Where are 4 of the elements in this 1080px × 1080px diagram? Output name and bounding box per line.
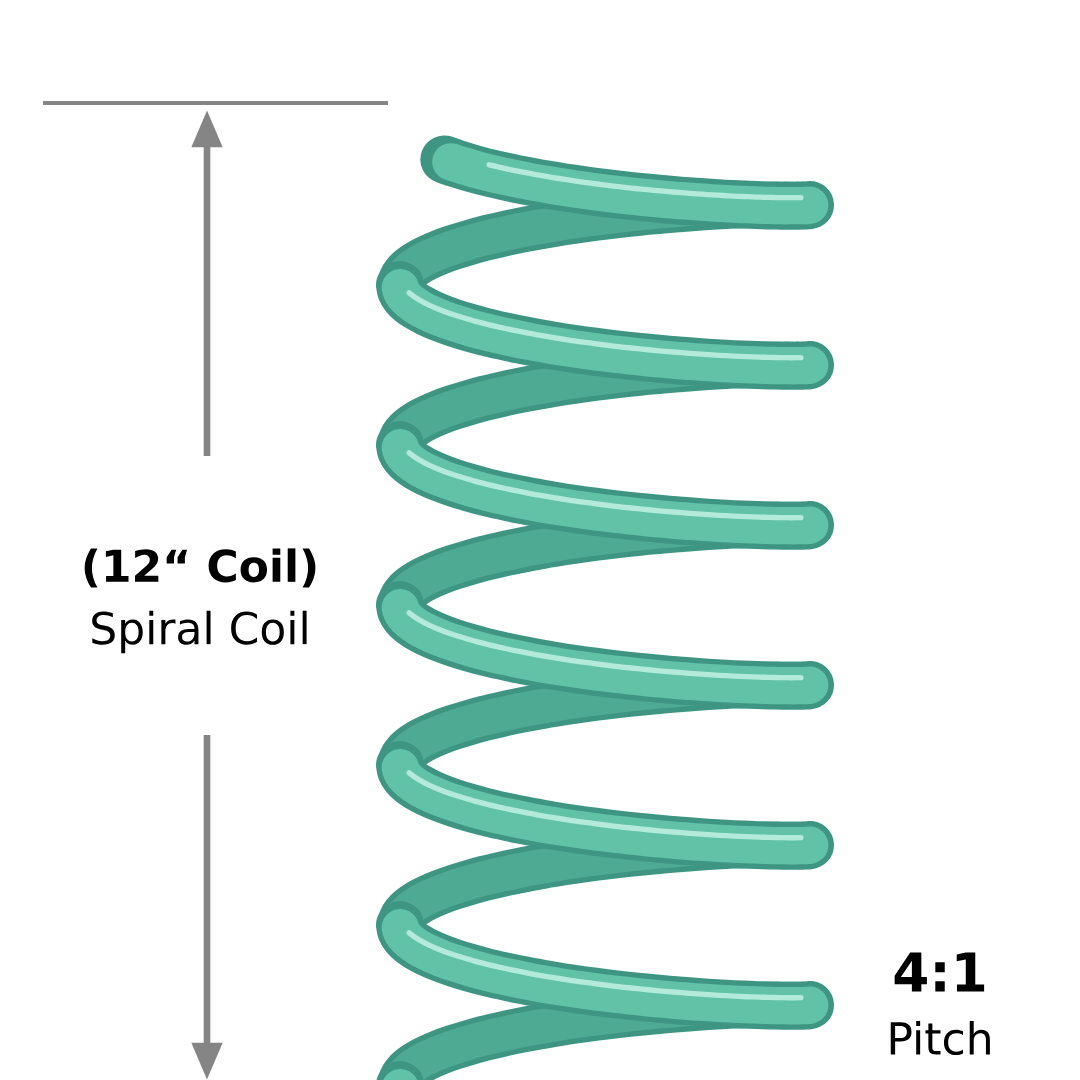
dimension-label: Spiral Coil <box>92 610 307 654</box>
dimension-label: (12“ Coil) <box>84 548 316 588</box>
pitch-label: Pitch <box>890 1021 990 1056</box>
pitch-value: 4:1 <box>894 952 985 992</box>
